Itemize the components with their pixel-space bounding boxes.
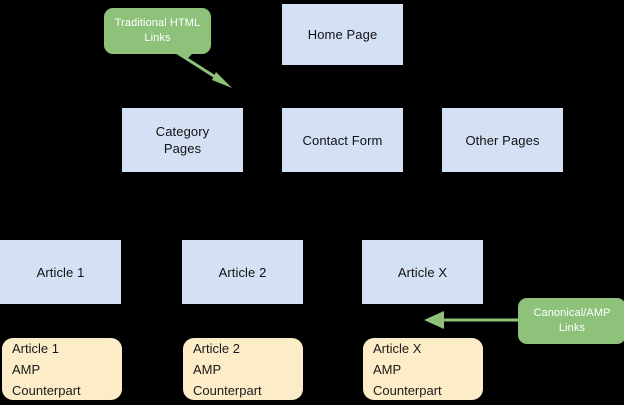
node-article-1-amp-label: Article 1 AMP Counterpart (12, 340, 81, 398)
node-article-1-label: Article 1 (36, 264, 85, 280)
node-article-2-label: Article 2 (218, 264, 267, 280)
node-article-x-amp-label: Article X AMP Counterpart (373, 340, 442, 398)
node-contact-form-label: Contact Form (302, 132, 383, 148)
node-home-page-label: Home Page (307, 27, 378, 42)
node-home-page[interactable]: Home Page (282, 4, 403, 65)
node-category-pages-label: Category Pages (155, 124, 210, 156)
arrow-head-canonical-amp-links (424, 311, 444, 329)
arrow-line-traditional-html-links (174, 50, 222, 82)
callout-canonical-amp-links-label: Canonical/AMP Links (533, 307, 611, 334)
node-article-x[interactable]: Article X (362, 240, 483, 304)
node-other-pages-label: Other Pages (465, 132, 540, 148)
arrow-head-traditional-html-links (212, 72, 232, 88)
node-article-1[interactable]: Article 1 (0, 240, 121, 304)
node-article-x-amp[interactable]: Article X AMP Counterpart (363, 338, 483, 400)
node-other-pages[interactable]: Other Pages (442, 108, 563, 172)
node-article-2-amp-label: Article 2 AMP Counterpart (193, 340, 262, 398)
callout-traditional-html-links[interactable]: Traditional HTML Links (104, 8, 211, 54)
node-contact-form[interactable]: Contact Form (282, 108, 403, 172)
node-article-2[interactable]: Article 2 (182, 240, 303, 304)
node-article-2-amp[interactable]: Article 2 AMP Counterpart (183, 338, 303, 400)
callout-canonical-amp-links[interactable]: Canonical/AMP Links (518, 298, 624, 344)
node-category-pages[interactable]: Category Pages (122, 108, 243, 172)
node-article-x-label: Article X (397, 264, 448, 280)
node-article-1-amp[interactable]: Article 1 AMP Counterpart (2, 338, 122, 400)
callout-traditional-html-links-label: Traditional HTML Links (114, 17, 201, 44)
